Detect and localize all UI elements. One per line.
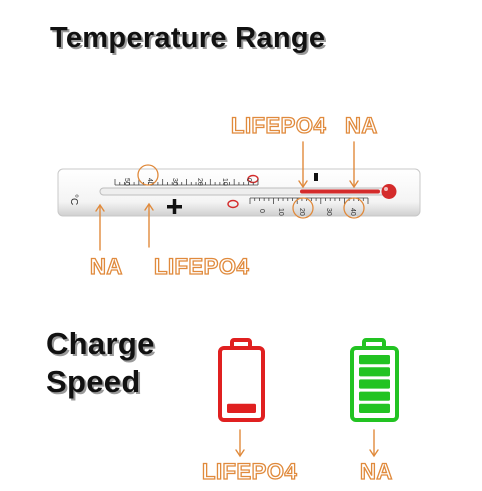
upper-tick-label: 30 [171, 178, 178, 186]
top-lifepo4-label: LIFEPO4 [230, 112, 327, 138]
arrowhead [95, 203, 105, 212]
lower-tick-label: 30 [325, 208, 332, 216]
upper-tick-label: 10 [221, 178, 228, 186]
lower-tick-label: 20 [298, 208, 305, 216]
arrowhead [349, 180, 359, 189]
na-charge-segment [359, 391, 390, 401]
lower-marker-oval [227, 199, 239, 209]
plus-mark-vertical [172, 199, 177, 214]
na-charge-segment [359, 355, 390, 365]
page-title: Temperature Range [50, 22, 326, 54]
mercury-column [300, 189, 380, 194]
battery-na-label: NA [359, 458, 393, 484]
lower-tick-label: 40 [349, 208, 356, 216]
lifepo4-battery-icon [218, 346, 265, 422]
arrowhead [144, 202, 154, 211]
upper-tick-label: 40 [146, 178, 153, 186]
na-charge-segment [359, 403, 390, 413]
unit-label: °C [68, 194, 79, 205]
upper-tick-label: 20 [196, 178, 203, 186]
minus-mark [314, 173, 318, 181]
lower-scale [249, 197, 369, 204]
na-charge-segment [359, 379, 390, 389]
lifepo4-battery-segments [227, 403, 256, 413]
upper-tick-label: 50 [123, 178, 130, 186]
bulb-highlight [384, 187, 388, 191]
charge-speed-heading-line2: Speed [46, 364, 141, 399]
lower-tick-label: 0 [258, 209, 265, 213]
na-charge-segment [359, 367, 390, 377]
annotation-circle-lower-20 [292, 197, 314, 219]
lower-tick-label: 10 [277, 208, 284, 216]
na-battery-segments [359, 355, 390, 413]
arrowhead [235, 449, 245, 458]
lifepo4-charge-segment [227, 403, 256, 413]
bottom-na-label: NA [89, 253, 123, 279]
bottom-lifepo4-label: LIFEPO4 [153, 253, 250, 279]
arrowhead [369, 449, 379, 458]
upper-tick-label: 0 [245, 178, 252, 182]
arrowhead [298, 180, 308, 189]
top-na-label: NA [344, 112, 378, 138]
annotation-circle-upper-40 [137, 164, 159, 186]
battery-lifepo4-label: LIFEPO4 [201, 458, 298, 484]
annotation-circle-lower-40 [343, 197, 365, 219]
charge-speed-heading-line1: Charge [46, 326, 155, 361]
